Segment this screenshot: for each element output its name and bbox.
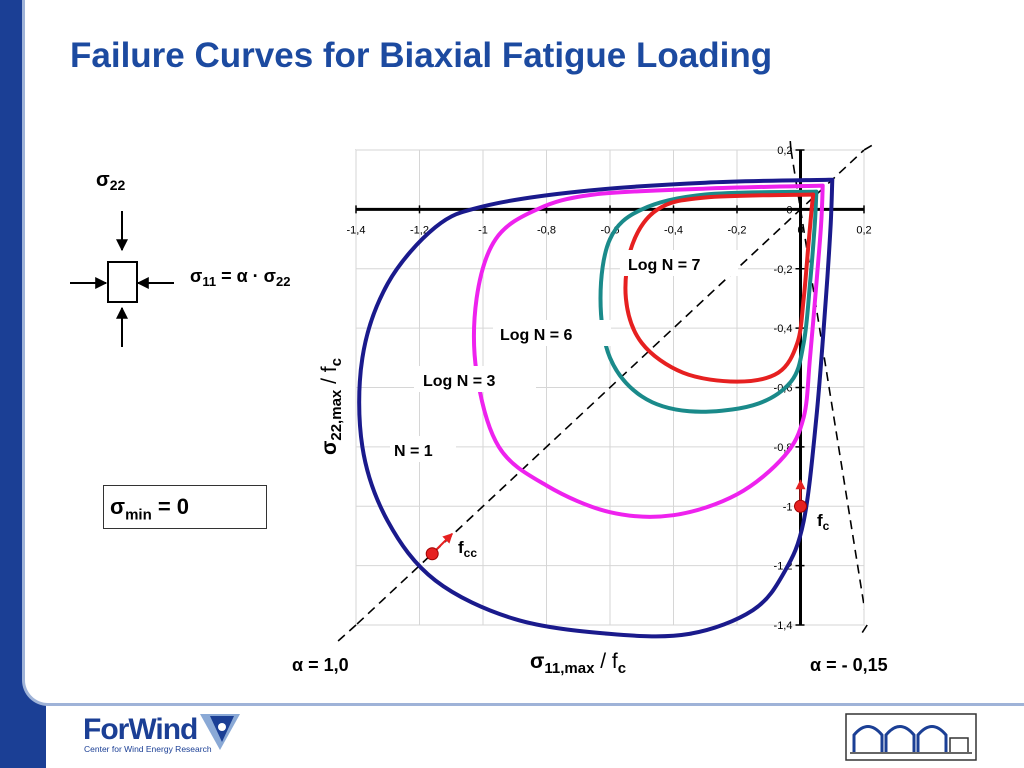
curve-label-bg xyxy=(493,320,611,346)
x-tick-label: -0,8 xyxy=(537,224,556,236)
forwind-logo-text: ForWind xyxy=(83,713,198,746)
failure-curves xyxy=(357,177,835,639)
forwind-logo-subtitle: Center for Wind Energy Research xyxy=(84,744,212,754)
slide-title: Failure Curves for Biaxial Fatigue Loadi… xyxy=(70,36,773,75)
y-tick-label: -0,2 xyxy=(774,264,793,276)
fc-label: fc xyxy=(817,511,830,533)
curve-logn7 xyxy=(623,192,816,384)
x-tick-label: -0,4 xyxy=(664,224,683,236)
y-tick-label: -0,4 xyxy=(774,323,793,335)
strength-markers xyxy=(425,479,807,561)
material-element-square xyxy=(107,261,138,303)
fc-point xyxy=(794,499,807,513)
stress-relation: σ11 = α · σ22 xyxy=(190,266,290,289)
load-element-diagram: σ22 σ11 = α · σ22 xyxy=(70,169,290,347)
load-line-alpha-1-extension xyxy=(336,624,357,643)
x-tick-label: -1,4 xyxy=(347,224,366,236)
curve-label-bg xyxy=(414,366,536,392)
curve-logn6 xyxy=(598,189,819,414)
y-tick-label: -1,4 xyxy=(774,620,793,632)
curve-label-bg xyxy=(620,250,738,276)
load-lines xyxy=(356,150,864,625)
curve-labels: N = 1 Log N = 3 Log N = 6 Log N = 7 xyxy=(390,250,738,462)
curve-logn3 xyxy=(472,183,825,519)
load-line-alpha-1-extension xyxy=(863,142,877,151)
sigma-min-label: σmin = 0 xyxy=(110,494,190,524)
y-tick-label: -1 xyxy=(783,501,793,513)
curve-label-n1: N = 1 xyxy=(394,443,433,460)
x-tick-label: 0,2 xyxy=(856,224,871,236)
curve-label-bg xyxy=(390,436,456,462)
load-line-alpha-1 xyxy=(356,150,864,625)
load-line-alpha-neg015-extension xyxy=(859,624,868,637)
x-tick-label: -0,2 xyxy=(728,224,747,236)
sigma22-label: σ22 xyxy=(96,169,125,193)
load-line-alpha-neg015-extension xyxy=(789,137,792,151)
y-axis-label: σ22,max / fc xyxy=(318,358,345,455)
y-tick-labels: 0,20-0,2-0,4-0,6-0,8-1-1,2-1,4 xyxy=(774,145,793,632)
load-line-alpha-neg015 xyxy=(790,150,864,611)
sigma-min-box xyxy=(103,485,267,529)
curve-n1 xyxy=(357,177,835,639)
forwind-logo-mark xyxy=(200,714,240,750)
alpha-1-label: α = 1,0 xyxy=(292,655,349,675)
curve-label-logn3: Log N = 3 xyxy=(423,373,496,390)
y-tick-label: 0,2 xyxy=(777,145,792,157)
x-tick-label: -1,2 xyxy=(410,224,429,236)
curve-label-logn6: Log N = 6 xyxy=(500,327,573,344)
x-tick-label: 0 xyxy=(797,224,803,236)
x-tick-label: -1 xyxy=(478,224,488,236)
fcc-point xyxy=(425,547,439,561)
university-arches-logo xyxy=(845,713,977,761)
y-tick-label: 0 xyxy=(786,204,792,216)
x-axis-label: σ11,max / fc xyxy=(530,650,626,677)
alpha-neg015-label: α = - 0,15 xyxy=(810,655,888,675)
fcc-label: fcc xyxy=(458,538,477,560)
curve-label-logn7: Log N = 7 xyxy=(628,257,701,274)
